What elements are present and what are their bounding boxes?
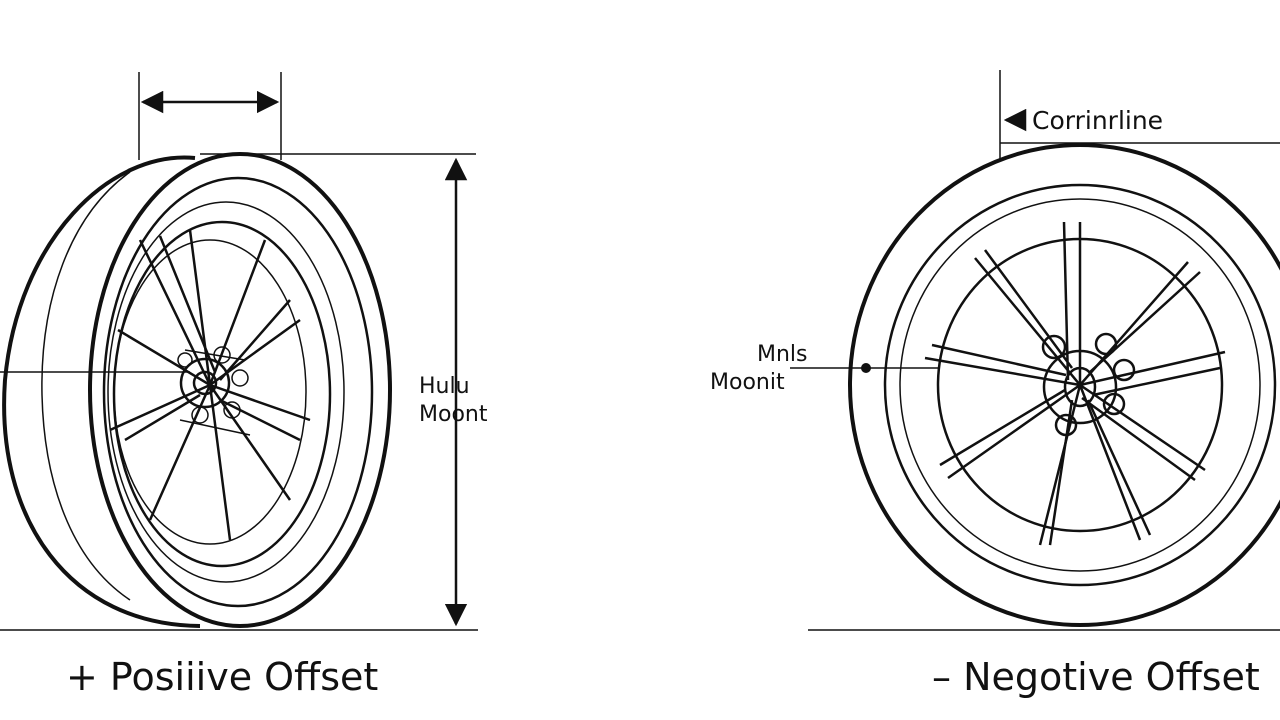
- tire-back: [2, 155, 201, 628]
- tire: [848, 143, 1280, 627]
- hub: [177, 346, 251, 436]
- width-dimension: [138, 72, 282, 160]
- reference-lines: [0, 153, 478, 631]
- mount-label-line2: Moonit: [710, 370, 785, 395]
- rim: [924, 221, 1226, 546]
- negative-offset-wheel: Corrinrline Mnls Moonit: [710, 70, 1280, 699]
- mount-label-line1: Mnls: [757, 342, 808, 367]
- centerline-indicator: [999, 70, 1280, 160]
- tire-front: [88, 152, 392, 628]
- negative-offset-caption: – Negotive Offset: [932, 655, 1260, 699]
- mount-leader: [790, 363, 940, 373]
- hub: [1041, 332, 1136, 437]
- positive-offset-wheel: Hulu Moont + Posiiive Offset: [0, 72, 488, 699]
- hub-mount-label-line2: Moont: [419, 402, 488, 427]
- rim: [109, 229, 311, 545]
- positive-offset-caption: + Posiiive Offset: [66, 655, 378, 699]
- centerline-label: Corrinrline: [1032, 106, 1163, 135]
- hub-mount-label-line1: Hulu: [419, 374, 470, 399]
